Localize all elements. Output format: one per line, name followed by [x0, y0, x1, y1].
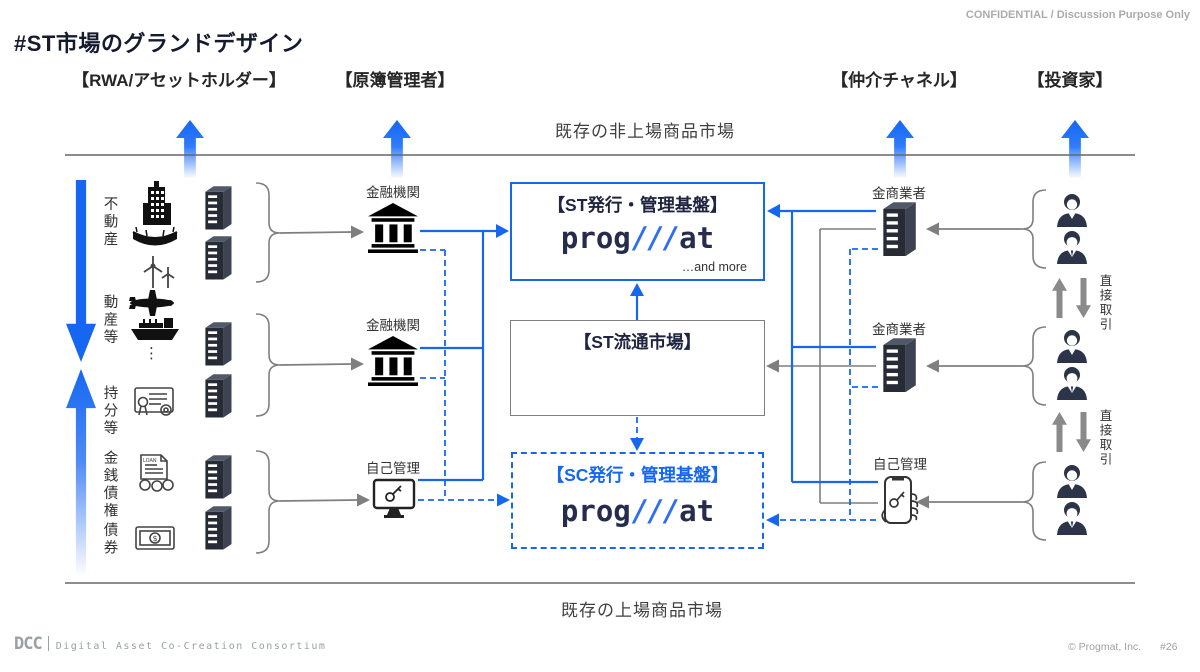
investor-person-icon	[1054, 328, 1090, 369]
dcc-logo-divider	[47, 636, 49, 651]
asset-label-bonds: 債券	[101, 522, 118, 557]
dealer-building-icon	[874, 336, 924, 397]
asset-label-receivables: 金銭債権	[101, 450, 118, 520]
column-header-registrar: 【原簿管理者】	[335, 71, 455, 90]
investor-braces	[1021, 189, 1047, 541]
asset-holder-building-icon	[200, 320, 236, 371]
investor-person-icon	[1054, 365, 1090, 406]
st-distribution-market-box: 【ST流通市場】	[510, 320, 765, 416]
copyright-note: © Progmat, Inc.	[1068, 641, 1142, 653]
asset-holder-building-icon	[200, 372, 236, 423]
investor-to-channel-arrows	[928, 228, 1022, 503]
self-custody-label: 自己管理	[873, 457, 927, 472]
monitor-key-icon	[371, 477, 419, 526]
channel-to-sc-dashed	[778, 248, 878, 521]
bank-icon	[366, 336, 420, 391]
asset-label-realestate: 不動産	[101, 196, 118, 249]
dealer-building-icon	[874, 200, 924, 261]
investor-person-icon	[1054, 463, 1090, 504]
top-market-caption: 既存の非上場商品市場	[555, 122, 735, 141]
city-building-icon	[139, 181, 175, 230]
column-header-channel: 【仲介チャネル】	[831, 71, 967, 90]
asset-holder-building-icon	[200, 504, 236, 555]
dcc-logo-fullname: Digital Asset Co-Creation Consortium	[55, 641, 327, 652]
and-more-note: …and more	[681, 260, 747, 274]
sc-issue-platform-box: 【SC発行・管理基盤】 prog///at	[511, 452, 764, 549]
svg-text:LOAN: LOAN	[143, 458, 157, 464]
page-number: #26	[1160, 641, 1178, 653]
self-custody-label: 自己管理	[366, 461, 420, 476]
st-market-box-title: 【ST流通市場】	[573, 332, 702, 352]
dealer-to-market-lines	[768, 228, 878, 504]
st-issue-platform-box: 【ST発行・管理基盤】 prog///at …and more	[510, 182, 765, 281]
registrar-to-sc-dashed	[418, 249, 498, 501]
airplane-icon	[126, 288, 178, 323]
securities-dealer-label: 金商業者	[872, 322, 926, 337]
direct-trade-label: 直接取引	[1097, 409, 1112, 467]
svg-text:$: $	[153, 534, 158, 543]
asset-holder-building-icon	[200, 184, 236, 235]
investor-person-icon	[1054, 192, 1090, 233]
column-header-rwa: 【RWA/アセットホルダー】	[72, 71, 286, 90]
financial-institution-label: 金融機関	[366, 318, 420, 333]
ship-icon	[131, 316, 179, 347]
sc-issue-box-title: 【SC発行・管理基盤】	[546, 465, 729, 485]
investor-person-icon	[1054, 500, 1090, 541]
page-title: #ST市場のグランドデザイン	[14, 31, 304, 56]
asset-label-equity: 持分等	[101, 385, 118, 438]
securities-dealer-label: 金商業者	[872, 186, 926, 201]
rwa-to-registrar-arrows	[279, 231, 359, 502]
registrar-to-st-lines	[418, 229, 497, 482]
channel-to-st-lines	[779, 209, 878, 484]
financial-institution-label: 金融機関	[366, 185, 420, 200]
certificate-icon	[133, 386, 177, 425]
asset-ellipsis: ⋮	[144, 345, 159, 362]
progmat-logo: prog///at	[560, 494, 715, 528]
asset-label-movables: 動産等	[101, 294, 118, 347]
direct-trade-label: 直接取引	[1097, 274, 1112, 332]
loan-document-icon: LOAN	[133, 453, 179, 498]
asset-holder-building-icon	[200, 453, 236, 504]
stadium-icon	[131, 226, 179, 259]
progmat-logo: prog///at	[560, 221, 715, 255]
asset-holder-building-icon	[200, 234, 236, 285]
banknote-icon: $	[134, 524, 176, 557]
bank-icon	[366, 203, 420, 258]
investor-person-icon	[1054, 229, 1090, 270]
bottom-market-caption: 既存の上場商品市場	[561, 601, 723, 620]
column-header-investor: 【投資家】	[1027, 71, 1113, 90]
dcc-logo: DCC Digital Asset Co-Creation Consortium	[14, 634, 326, 654]
dcc-logo-text: DCC	[14, 634, 43, 654]
wind-turbine-icon	[137, 254, 177, 295]
phone-key-icon	[876, 474, 922, 533]
confidential-note: CONFIDENTIAL / Discussion Purpose Only	[965, 9, 1190, 21]
st-issue-box-title: 【ST発行・管理基盤】	[547, 195, 728, 215]
rwa-braces	[255, 182, 281, 554]
